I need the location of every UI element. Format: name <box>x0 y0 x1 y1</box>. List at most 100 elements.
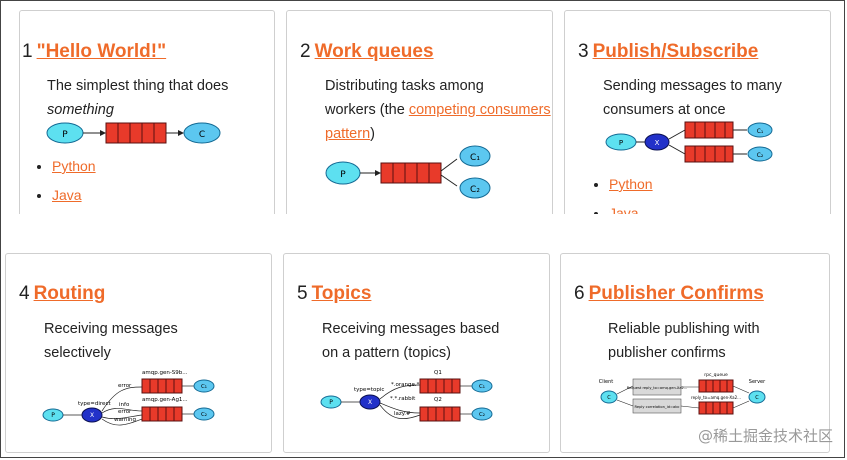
language-link-java[interactable]: Java <box>52 187 82 203</box>
desc-line: Reliable publishing with <box>608 321 760 337</box>
client-node <box>600 390 618 404</box>
binding-arrow <box>101 418 143 426</box>
language-link-python[interactable]: Python <box>52 158 96 174</box>
tutorial-description: Reliable publishing with publisher confi… <box>608 317 760 365</box>
publish-subscribe-diagram: P X C₁ C₂ <box>605 121 773 163</box>
exchange-label: X <box>655 139 660 147</box>
tutorial-description: Receiving messages selectively <box>44 317 178 365</box>
arrow <box>732 385 750 394</box>
competing-consumers-link[interactable]: competing consumers pattern <box>325 102 551 142</box>
binding-arrow <box>101 408 143 414</box>
tutorial-title-link[interactable]: Publish/Subscribe <box>592 41 759 62</box>
arrow <box>616 399 634 407</box>
desc-line: The simplest thing that does <box>47 78 229 94</box>
language-link-python[interactable]: Python <box>609 176 653 192</box>
desc-line: selectively <box>44 345 111 361</box>
arrow <box>440 158 458 172</box>
routing-diagram: P X type=direct error info error warning… <box>42 370 215 426</box>
producer-label: P <box>329 399 333 406</box>
binding-arrow <box>379 384 421 400</box>
exchange-type-label: type=direct <box>78 401 111 407</box>
routing-key-label: warning <box>114 417 136 423</box>
queue-name-label: reply_to=amq.gen-Xa2... <box>691 395 741 400</box>
publisher-confirms-diagram: Client C Request reply_to=amq.gen-Xa2...… <box>599 372 766 415</box>
language-item: Java <box>52 181 96 210</box>
reply-queue-box <box>698 401 734 415</box>
tutorial-card-1: 1"Hello World!" The simplest thing that … <box>19 10 275 240</box>
arrow <box>668 144 686 155</box>
consumer-1-label: C₁ <box>201 384 207 390</box>
consumer-2-node <box>193 407 215 421</box>
desc-line: Sending messages to many <box>603 78 782 94</box>
consumer-2-label: C₂ <box>470 185 480 195</box>
queue-box-1 <box>141 378 183 394</box>
server-node <box>748 390 766 404</box>
routing-key-label: error <box>118 383 132 389</box>
consumer-2-label: C₂ <box>479 412 485 418</box>
queue-box-2 <box>141 406 183 422</box>
tutorial-title-link[interactable]: Work queues <box>314 41 434 62</box>
consumer-2-node <box>747 146 773 162</box>
tutorial-title-link[interactable]: "Hello World!" <box>36 41 167 62</box>
tutorial-description: The simplest thing that does something <box>47 74 228 122</box>
consumer-1-label: C₁ <box>757 128 764 135</box>
arrow <box>616 385 634 395</box>
tutorial-number: 6 <box>574 283 585 304</box>
exchange-node <box>359 394 381 410</box>
binding-arrow <box>101 386 143 412</box>
tutorial-title-link[interactable]: Publisher Confirms <box>588 283 764 304</box>
routing-key-label: info <box>119 402 130 408</box>
consumer-2-node <box>471 407 493 421</box>
consumer-2-node <box>459 177 491 199</box>
request-box-text: Request reply_to=amq.gen-Xa2... <box>627 386 688 390</box>
queue-box <box>105 122 167 144</box>
queue-box-2 <box>419 406 461 422</box>
tutorial-description: Receiving messages based on a pattern (t… <box>322 317 499 365</box>
tutorial-title-link[interactable]: Routing <box>33 283 106 304</box>
arrowhead <box>178 130 184 136</box>
arrowhead <box>375 170 381 176</box>
queue-name-label: amqp.gen-S9b... <box>142 370 188 376</box>
desc-line: on a pattern (topics) <box>322 345 451 361</box>
exchange-label: X <box>368 399 372 406</box>
server-node-label: C <box>755 395 759 401</box>
language-item: Python <box>52 152 96 181</box>
arrow <box>440 174 458 187</box>
binding-arrow <box>379 404 421 420</box>
consumer-1-node <box>193 379 215 393</box>
binding-arrow <box>101 414 143 420</box>
hello-world-diagram: P C <box>46 122 221 144</box>
tutorial-number: 3 <box>578 41 589 62</box>
exchange-label: X <box>90 412 94 419</box>
queue-name-label: rpc_queue <box>704 372 728 378</box>
language-list: Python Java <box>34 152 96 210</box>
arrow <box>732 400 750 409</box>
queue-box-2 <box>684 145 734 163</box>
tutorial-heading-1: 1"Hello World!" <box>22 41 166 63</box>
consumer-1-node <box>459 145 491 167</box>
tutorial-title-link[interactable]: Topics <box>311 283 372 304</box>
request-box: Request reply_to=amq.gen-Xa2... <box>627 378 688 396</box>
routing-key-label: *.*.rabbit <box>390 396 416 402</box>
queue-box-1 <box>419 378 461 394</box>
routing-key-label: error <box>118 409 132 415</box>
watermark: @稀土掘金技术社区 <box>697 427 833 445</box>
routing-key-label: lazy.# <box>394 411 411 417</box>
queue-name-label: Q2 <box>434 397 442 403</box>
exchange-type-label: type=topic <box>354 387 384 393</box>
tutorial-number: 4 <box>19 283 30 304</box>
work-queues-diagram: P C₁ C₂ <box>325 145 491 199</box>
reply-box-text: Reply correlation_id=abc <box>635 405 680 409</box>
desc-line: consumers at once <box>603 102 726 118</box>
tutorial-description: Sending messages to many consumers at on… <box>603 74 782 122</box>
desc-line: workers (the competing consumers pattern… <box>325 98 552 146</box>
